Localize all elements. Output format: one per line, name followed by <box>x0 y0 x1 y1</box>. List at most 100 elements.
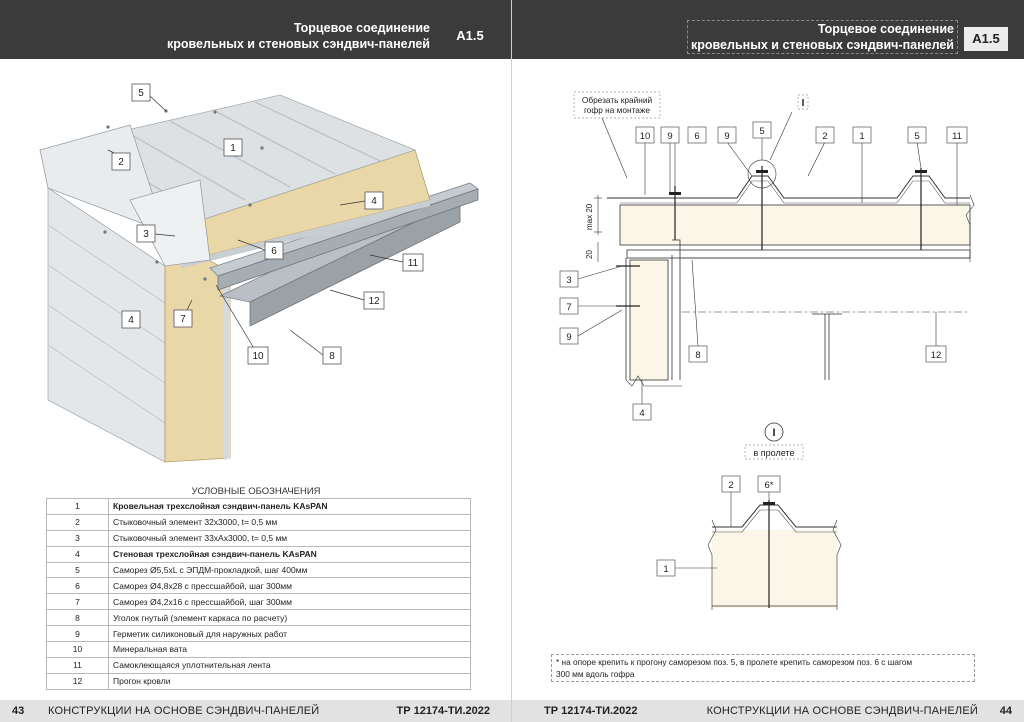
roof-panel-profile-inner <box>620 180 970 204</box>
right-page: Торцевое соединение кровельных и стеновы… <box>512 0 1024 722</box>
left-page-number: 43 <box>12 705 25 717</box>
callout-12: 12 <box>368 296 380 307</box>
legend-number: 4 <box>46 545 109 563</box>
callout-4-wall: 4 <box>128 315 134 326</box>
detail-callout-2: 2 <box>728 480 733 491</box>
bottom-callouts: 8 12 4 <box>632 259 947 421</box>
legend-text: Самоклеющаяся уплотнительная лента <box>108 656 471 674</box>
draw-callout-3: 3 <box>566 275 571 286</box>
cut-note: Обрезать крайний гофр на монтаже <box>573 91 661 179</box>
left-header-code: А1.5 <box>456 28 484 43</box>
svg-text:I: I <box>802 98 805 109</box>
right-header: Торцевое соединение кровельных и стеновы… <box>512 0 1024 59</box>
draw-callout-10: 10 <box>640 131 651 142</box>
left-footer: 43 КОНСТРУКЦИИ НА ОСНОВЕ СЭНДВИЧ-ПАНЕЛЕЙ… <box>0 700 511 722</box>
draw-callout-9b: 9 <box>724 131 729 142</box>
left-header-title: Торцевое соединение кровельных и стеновы… <box>167 21 430 51</box>
svg-text:max 20: max 20 <box>585 203 594 230</box>
draw-callout-2: 2 <box>822 131 827 142</box>
right-footer-code: ТР 12174-ТИ.2022 <box>544 705 638 717</box>
legend-number: 10 <box>46 641 109 658</box>
legend-number: 7 <box>46 593 109 611</box>
illustration-callouts: 5 2 1 3 4 6 11 12 4 7 10 8 <box>111 83 424 365</box>
legend-text: Минеральная вата <box>108 641 471 658</box>
right-header-code: А1.5 <box>964 27 1008 51</box>
callout-8: 8 <box>329 351 335 362</box>
wall-panel-joints <box>47 224 166 424</box>
callout-2: 2 <box>118 157 124 168</box>
detail-callout-6star: 6* <box>765 480 774 491</box>
angle-profile <box>672 239 681 380</box>
left-page: Торцевое соединение кровельных и стеновы… <box>0 0 512 722</box>
callout-7: 7 <box>180 314 186 325</box>
roof-panel-profile <box>607 175 970 199</box>
legend-text: Стеновая трехслойная сэндвич-панель KAsP… <box>108 545 471 563</box>
purlin-web <box>249 199 461 327</box>
left-header: Торцевое соединение кровельных и стеновы… <box>0 0 511 59</box>
fastening-note: * на опоре крепить к прогону саморезом п… <box>551 654 975 682</box>
draw-callout-4: 4 <box>639 408 644 419</box>
isometric-illustration: 5 2 1 3 4 6 11 12 4 7 10 8 <box>38 83 479 463</box>
draw-callout-6: 6 <box>694 131 699 142</box>
svg-text:гофр на монтаже: гофр на монтаже <box>584 105 650 115</box>
right-page-number: 44 <box>999 705 1012 717</box>
legend-text: Герметик силиконовый для наружных работ <box>108 625 471 643</box>
purlin-section <box>626 249 971 259</box>
draw-callout-9c: 9 <box>566 332 571 343</box>
draw-callout-5a: 5 <box>759 126 764 137</box>
right-footer-title: КОНСТРУКЦИИ НА ОСНОВЕ СЭНДВИЧ-ПАНЕЛЕЙ <box>706 705 978 717</box>
legend-number: 1 <box>46 498 109 515</box>
legend-number: 11 <box>46 656 109 674</box>
left-footer-code: ТР 12174-ТИ.2022 <box>396 705 490 717</box>
draw-callout-7: 7 <box>566 302 571 313</box>
legend-text: Саморез Ø5,5хL с ЭПДМ-прокладкой, шаг 40… <box>108 561 471 579</box>
legend-text: Стыковочный элемент 33хАх3000, t= 0,5 мм <box>108 529 471 547</box>
i-beam <box>812 313 842 380</box>
svg-text:20: 20 <box>585 250 594 259</box>
detail-callouts: 2 6* 1 <box>656 475 781 577</box>
draw-callout-5b: 5 <box>914 131 919 142</box>
legend-number: 9 <box>46 625 109 643</box>
dimensions <box>594 195 602 262</box>
draw-callout-1: 1 <box>859 131 864 142</box>
svg-text:Обрезать крайний: Обрезать крайний <box>582 95 653 105</box>
legend-title: УСЛОВНЫЕ ОБОЗНАЧЕНИЯ <box>191 486 321 497</box>
section-drawing: Обрезать крайний гофр на монтаже I <box>559 91 975 610</box>
svg-text:в пролете: в пролете <box>754 448 795 458</box>
legend-number: 6 <box>46 577 109 595</box>
legend-text: Саморез Ø4,2х16 с прессшайбой, шаг 300мм <box>108 593 471 611</box>
legend-text: Стыковочный элемент 32х3000, t= 0,5 мм <box>108 513 471 531</box>
flashing-3 <box>129 179 211 267</box>
right-header-title: Торцевое соединение кровельных и стеновы… <box>687 20 958 54</box>
wall-inner-skin <box>224 270 230 460</box>
legend-text: Кровельная трехслойная сэндвич-панель KA… <box>108 498 471 515</box>
right-footer: ТР 12174-ТИ.2022 КОНСТРУКЦИИ НА ОСНОВЕ С… <box>512 700 1024 722</box>
roof-panel-core <box>619 204 971 246</box>
legend-text: Саморез Ø4,8х28 с прессшайбой, шаг 300мм <box>108 577 471 595</box>
legend-number: 3 <box>46 529 109 547</box>
top-callouts: 10 9 6 9 5 2 1 5 11 <box>635 121 968 205</box>
section-mark-top: I <box>747 94 809 189</box>
left-footer-title: КОНСТРУКЦИИ НА ОСНОВЕ СЭНДВИЧ-ПАНЕЛЕЙ <box>48 705 320 717</box>
legend-text: Уголок гнутый (элемент каркаса по расчет… <box>108 609 471 627</box>
detail-mark: I в пролете <box>744 422 804 460</box>
callout-11: 11 <box>408 258 419 269</box>
draw-callout-11: 11 <box>952 131 962 142</box>
roof-bottom-skin <box>180 200 430 268</box>
callout-1: 1 <box>230 143 236 154</box>
callout-4-roof: 4 <box>371 196 377 207</box>
legend-number: 5 <box>46 561 109 579</box>
legend-number: 12 <box>46 672 109 690</box>
legend-number: 2 <box>46 513 109 531</box>
